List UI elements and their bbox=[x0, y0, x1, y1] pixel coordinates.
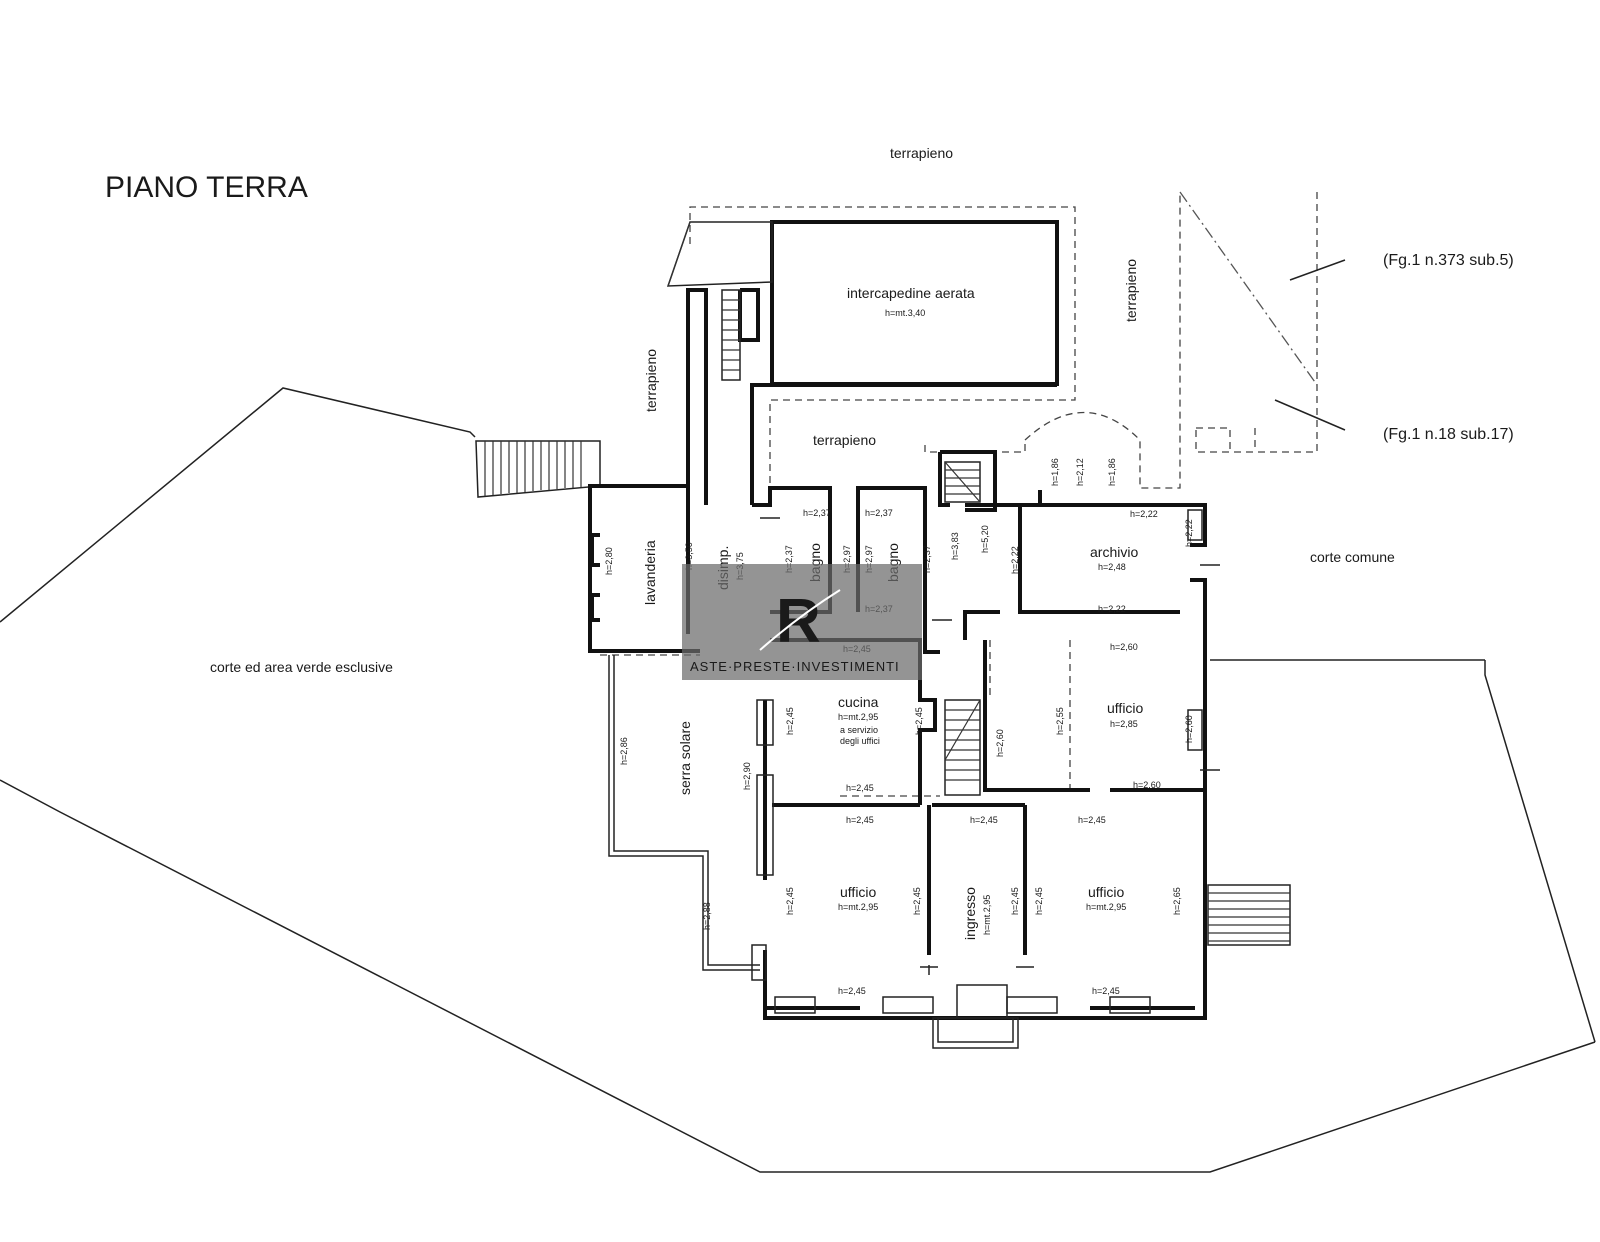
svg-text:h=2,45: h=2,45 bbox=[846, 783, 874, 793]
svg-text:h=2,45: h=2,45 bbox=[1034, 887, 1044, 915]
room-cucina: cucina bbox=[838, 694, 879, 710]
plan-title: PIANO TERRA bbox=[105, 171, 308, 204]
room-ufficio-right-h: h=2,85 bbox=[1110, 719, 1138, 729]
watermark-background bbox=[682, 564, 922, 680]
label-terrapieno-top: terrapieno bbox=[890, 145, 953, 161]
svg-text:h=1,86: h=1,86 bbox=[1050, 458, 1060, 486]
svg-text:h=5,20: h=5,20 bbox=[980, 525, 990, 553]
svg-text:h=2,55: h=2,55 bbox=[1055, 707, 1065, 735]
room-ufficio-bl-h: h=mt.2,95 bbox=[838, 902, 878, 912]
svg-text:h=3,83: h=3,83 bbox=[950, 532, 960, 560]
label-ref-18: (Fg.1 n.18 sub.17) bbox=[1383, 426, 1514, 443]
internal-stair-center bbox=[944, 699, 981, 796]
label-ref-373: (Fg.1 n.373 sub.5) bbox=[1383, 252, 1514, 269]
label-corte-comune: corte comune bbox=[1310, 549, 1395, 565]
svg-text:h=2,45: h=2,45 bbox=[1092, 986, 1120, 996]
svg-text:h=2,22: h=2,22 bbox=[1010, 546, 1020, 574]
room-ufficio-bl: ufficio bbox=[840, 884, 877, 900]
label-corte-verde: corte ed area verde esclusive bbox=[210, 659, 393, 675]
svg-text:h=2,60: h=2,60 bbox=[1110, 642, 1138, 652]
label-terrapieno-left: terrapieno bbox=[643, 349, 659, 412]
svg-text:h=2,37: h=2,37 bbox=[803, 508, 831, 518]
room-cucina-note-2: degli uffici bbox=[840, 736, 880, 746]
label-intercapedine-h: h=mt.3,40 bbox=[885, 308, 925, 318]
room-ingresso: ingresso bbox=[962, 887, 978, 940]
svg-text:h=2,45: h=2,45 bbox=[785, 707, 795, 735]
svg-text:h=2,12: h=2,12 bbox=[1075, 458, 1085, 486]
room-cucina-h: h=mt.2,95 bbox=[838, 712, 878, 722]
building-walls bbox=[588, 288, 1207, 1020]
svg-text:h=1,86: h=1,86 bbox=[1107, 458, 1117, 486]
watermark: R ASTE·PRESTE·INVESTIMENTI bbox=[682, 564, 922, 680]
svg-text:h=3,50: h=3,50 bbox=[684, 542, 694, 570]
room-ingresso-h: h=mt.2,95 bbox=[982, 895, 992, 935]
svg-text:h=2,60: h=2,60 bbox=[1133, 780, 1161, 790]
room-lavanderia: lavanderia bbox=[642, 540, 658, 605]
height-annotations: h=2,37 h=2,37 h=2,37 h=2,37 h=2,97 h=2,9… bbox=[604, 458, 1194, 996]
svg-text:h=2,90: h=2,90 bbox=[742, 762, 752, 790]
svg-text:h=2,22: h=2,22 bbox=[1184, 519, 1194, 547]
svg-text:h=2,45: h=2,45 bbox=[846, 815, 874, 825]
label-terrapieno-mid: terrapieno bbox=[813, 432, 876, 448]
svg-text:h=2,22: h=2,22 bbox=[1098, 604, 1126, 614]
serra-solare-outline bbox=[608, 655, 760, 971]
svg-text:h=2,37: h=2,37 bbox=[865, 508, 893, 518]
room-ufficio-right: ufficio bbox=[1107, 700, 1144, 716]
svg-text:h=2,45: h=2,45 bbox=[912, 887, 922, 915]
label-intercapedine: intercapedine aerata bbox=[847, 285, 975, 301]
svg-text:h=2,45: h=2,45 bbox=[1010, 887, 1020, 915]
window-details bbox=[751, 509, 1220, 1049]
label-serra: serra solare bbox=[677, 721, 693, 795]
svg-text:h=2,97: h=2,97 bbox=[842, 545, 852, 573]
svg-text:h=2,37: h=2,37 bbox=[922, 545, 932, 573]
watermark-text: ASTE·PRESTE·INVESTIMENTI bbox=[690, 659, 900, 674]
room-archivio: archivio bbox=[1090, 544, 1138, 560]
svg-text:h=2,86: h=2,86 bbox=[619, 737, 629, 765]
svg-text:h=2,45: h=2,45 bbox=[785, 887, 795, 915]
room-cucina-note-1: a servizio bbox=[840, 725, 878, 735]
internal-stair-corridor bbox=[721, 289, 741, 381]
left-external-stair bbox=[475, 440, 601, 498]
room-archivio-h: h=2,48 bbox=[1098, 562, 1126, 572]
svg-text:h=2,45: h=2,45 bbox=[838, 986, 866, 996]
lot-boundary bbox=[0, 387, 1596, 1173]
room-ufficio-br: ufficio bbox=[1088, 884, 1125, 900]
svg-text:h=2,80: h=2,80 bbox=[604, 547, 614, 575]
room-ufficio-br-h: h=mt.2,95 bbox=[1086, 902, 1126, 912]
watermark-swoosh-icon bbox=[759, 589, 841, 651]
watermark-logo: R bbox=[776, 587, 821, 656]
svg-text:h=2,45: h=2,45 bbox=[1078, 815, 1106, 825]
internal-stair-north bbox=[944, 461, 981, 503]
svg-text:h=2,22: h=2,22 bbox=[1130, 509, 1158, 519]
right-external-stair bbox=[1207, 884, 1291, 946]
svg-text:h=2,45: h=2,45 bbox=[970, 815, 998, 825]
svg-text:h=2,37: h=2,37 bbox=[784, 545, 794, 573]
svg-text:h=2,45: h=2,45 bbox=[914, 707, 924, 735]
svg-text:h=2,97: h=2,97 bbox=[864, 545, 874, 573]
terrain-dashed-lines bbox=[600, 191, 1346, 797]
svg-text:h=2,88: h=2,88 bbox=[702, 902, 712, 930]
svg-text:h=2,60: h=2,60 bbox=[1184, 715, 1194, 743]
svg-text:h=2,65: h=2,65 bbox=[1172, 887, 1182, 915]
label-terrapieno-right: terrapieno bbox=[1123, 259, 1139, 322]
svg-text:h=2,60: h=2,60 bbox=[995, 729, 1005, 757]
